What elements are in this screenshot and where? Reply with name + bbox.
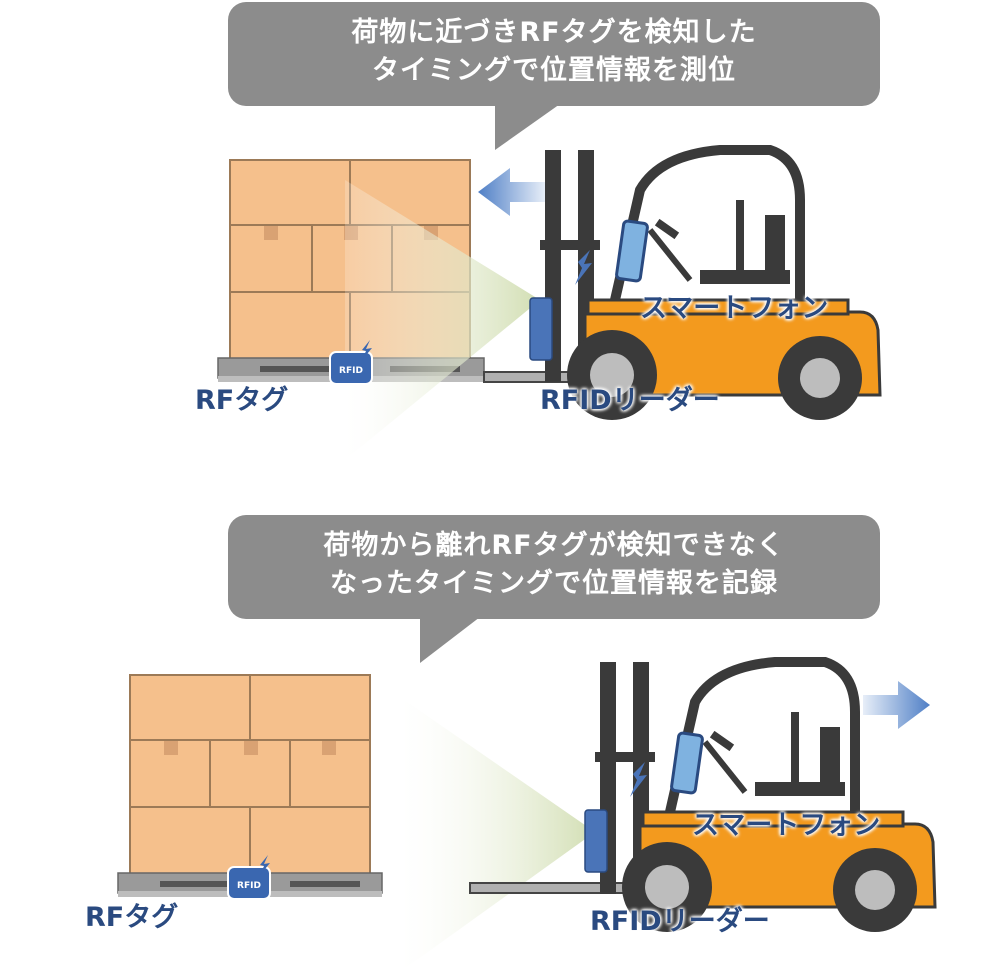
bubble-message: 荷物に近づきRFタグを検知した タイミングで位置情報を測位 [228,14,880,90]
speech-bubble [228,515,880,663]
bubble-line-1: 荷物から離れRFタグが検知できなく [323,530,785,561]
rf-tag-icon: RFID [227,855,271,900]
forklift [483,145,882,420]
depart-illustration: RFID [117,515,937,972]
detection-beam [345,180,540,460]
bubble-line-1: 荷物に近づきRFタグを検知した [351,17,757,48]
approach-illustration: RFID [217,2,882,460]
arrow-right-icon [863,681,930,729]
bubble-line-2: なったタイミングで位置情報を記録 [330,568,778,599]
rfid-reader-icon [584,809,608,873]
rfid-reader-label: RFIDリーダー [590,906,770,937]
smartphone-label: スマートフォン [692,810,881,841]
rfid-reader-label: RFIDリーダー [540,385,720,416]
speech-bubble [228,2,880,150]
scene-depart: RFID 荷物 [0,487,1000,975]
svg-text:RFID: RFID [339,366,363,376]
rf-tag-label: RFタグ [85,902,179,933]
cargo-boxes [129,674,371,876]
detection-beam [400,697,595,972]
rf-tag-label: RFタグ [195,385,289,416]
rf-tag-icon: RFID [329,340,373,385]
bubble-message: 荷物から離れRFタグが検知できなく なったタイミングで位置情報を記録 [228,527,880,603]
smartphone-label: スマートフォン [640,293,829,324]
forklift [469,657,937,932]
arrow-left-icon [478,168,545,216]
scene-approach: RFID [0,0,1000,487]
rfid-reader-icon [529,297,553,361]
bubble-line-2: タイミングで位置情報を測位 [372,55,736,86]
svg-text:RFID: RFID [237,881,261,891]
